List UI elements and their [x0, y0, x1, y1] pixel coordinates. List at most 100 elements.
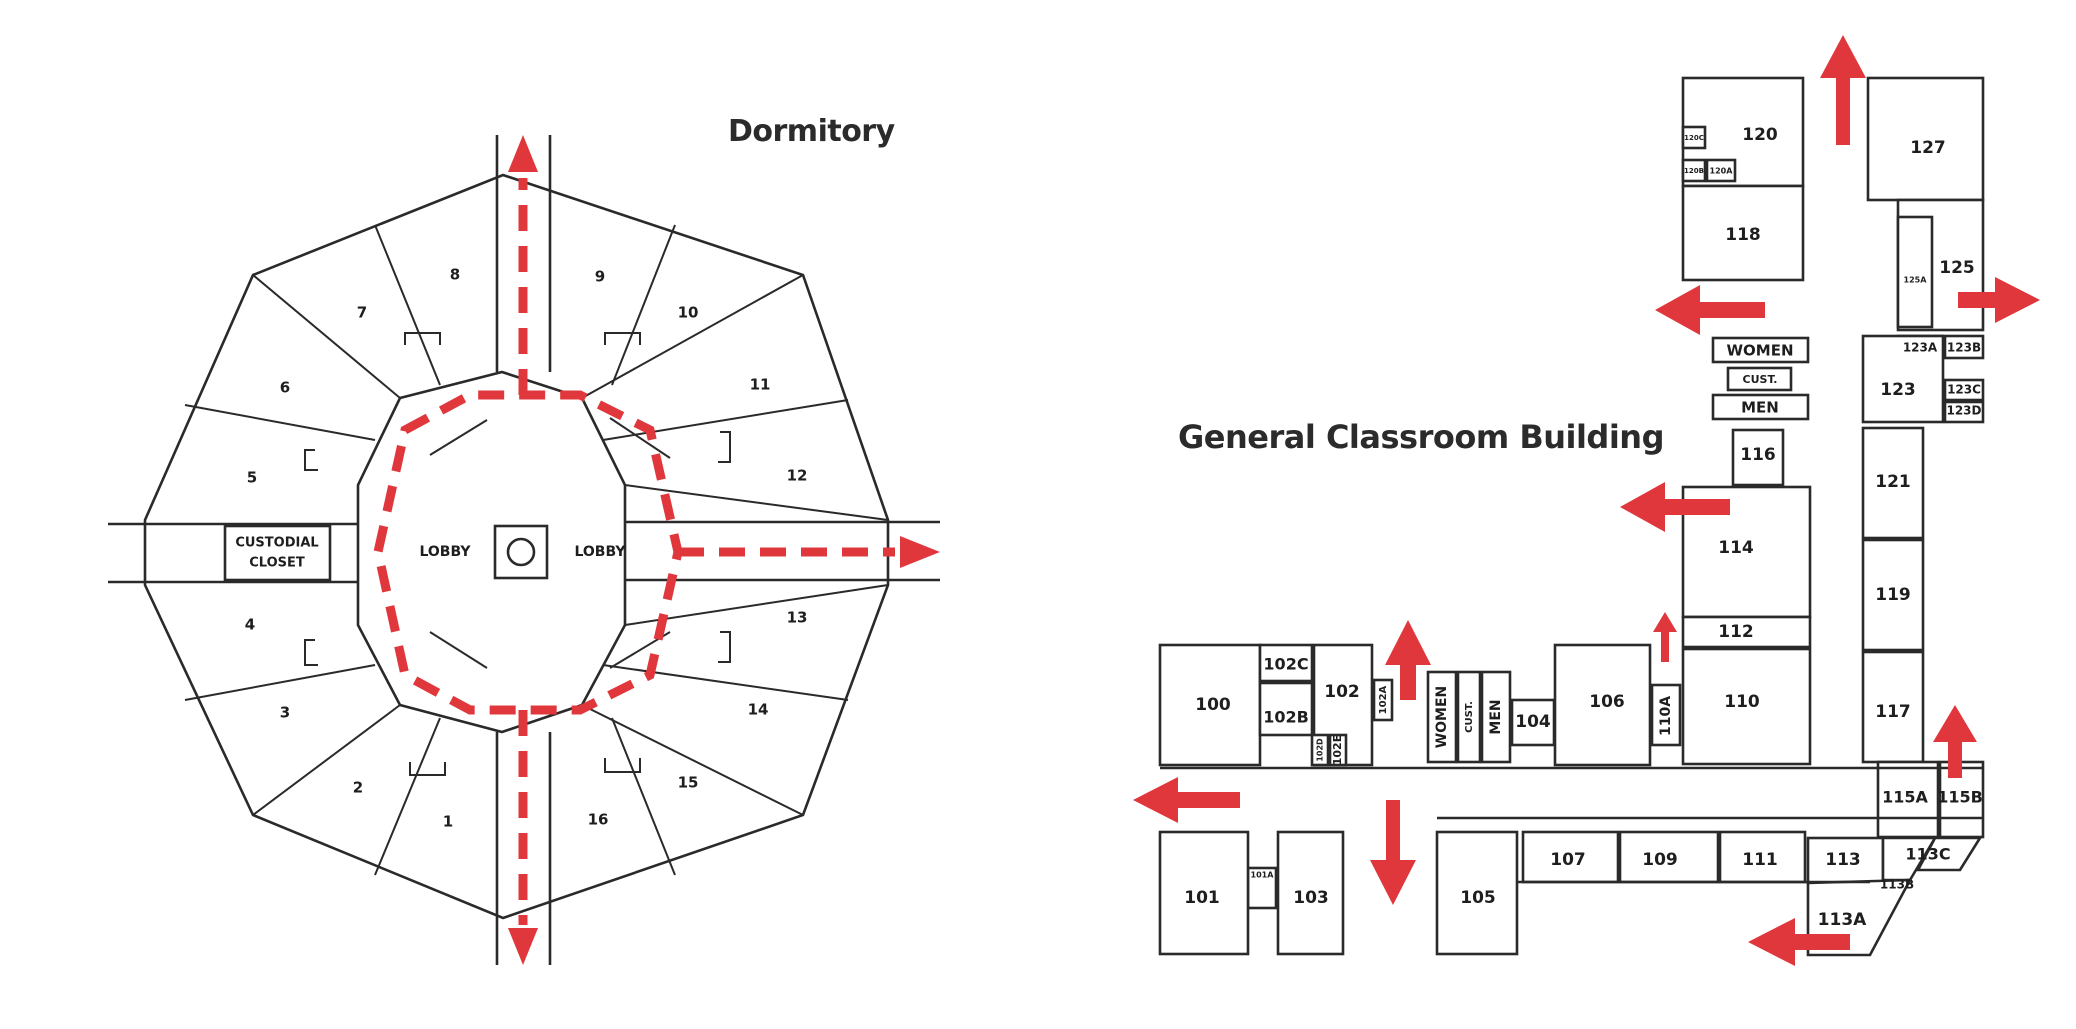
label-101a: 101A: [1251, 871, 1275, 880]
room-109: [1618, 830, 1720, 884]
label-cust-upper: CUST.: [1743, 373, 1778, 386]
center-core: [493, 524, 549, 580]
arrow-east: [900, 536, 940, 568]
arrow-west-118: [1655, 285, 1765, 335]
label-116: 116: [1740, 445, 1776, 465]
label-115a: 115A: [1882, 788, 1928, 807]
dorm-room-13: 13: [787, 609, 808, 627]
label-104: 104: [1515, 712, 1551, 732]
label-101: 101: [1184, 888, 1220, 908]
room-men-lower: [1480, 670, 1512, 764]
label-121: 121: [1875, 472, 1911, 492]
room-125a: [1896, 215, 1934, 329]
room-women-lower: [1426, 670, 1458, 764]
dorm-room-16: 16: [588, 811, 609, 829]
room-102e: [1328, 733, 1348, 767]
arrow-north-102: [1385, 620, 1431, 700]
arrow-north-110a: [1653, 612, 1677, 662]
label-123a: 123A: [1903, 341, 1938, 355]
lobby-right-label: LOBBY: [574, 544, 626, 560]
label-100: 100: [1195, 695, 1231, 715]
label-102b: 102B: [1263, 708, 1309, 727]
room-123c: [1943, 378, 1985, 402]
dorm-room-5: 5: [247, 469, 257, 487]
label-125a: 125A: [1904, 276, 1928, 285]
label-102a: 102A: [1378, 685, 1389, 714]
room-cust-lower: [1456, 670, 1482, 764]
arrow-north-gcb: [1820, 35, 1866, 145]
label-113a: 113A: [1818, 910, 1867, 930]
lobby-evacuation-route: [373, 390, 683, 715]
label-117: 117: [1875, 702, 1911, 722]
room-107: [1521, 830, 1620, 884]
room-100: [1158, 643, 1262, 767]
dorm-room-15: 15: [678, 774, 699, 792]
label-women-upper: WOMEN: [1726, 342, 1793, 360]
dorm-room-9: 9: [595, 268, 605, 286]
dorm-room-7: 7: [357, 304, 367, 322]
room-103: [1276, 830, 1345, 956]
arrow-east-125: [1958, 277, 2040, 323]
arrow-north-115b: [1933, 705, 1977, 778]
label-106: 106: [1589, 692, 1625, 712]
label-112: 112: [1718, 622, 1754, 642]
label-men-upper: MEN: [1741, 399, 1779, 417]
room-men-upper: [1711, 393, 1810, 421]
room-117: [1861, 650, 1925, 764]
dorm-room-8: 8: [450, 266, 460, 284]
dorm-room-2: 2: [353, 779, 363, 797]
room-127: [1866, 76, 1985, 202]
room-105: [1435, 830, 1519, 956]
label-120c: 120C: [1684, 134, 1704, 142]
label-111: 111: [1742, 850, 1778, 870]
label-102c: 102C: [1263, 655, 1308, 674]
label-120: 120: [1742, 125, 1778, 145]
label-120a: 120A: [1710, 167, 1734, 176]
room-102d: [1310, 733, 1330, 767]
label-123b: 123B: [1947, 341, 1981, 355]
label-men-lower: MEN: [1488, 699, 1504, 734]
room-110a: [1650, 683, 1682, 747]
room-106: [1553, 643, 1652, 767]
arrow-south-103: [1370, 800, 1416, 905]
dorm-room-10: 10: [678, 304, 699, 322]
label-102d: 102D: [1316, 738, 1325, 762]
label-113: 113: [1825, 850, 1861, 870]
label-115b: 115B: [1937, 788, 1983, 807]
room-102c: [1258, 643, 1314, 683]
dorm-room-4: 4: [245, 616, 255, 634]
label-102: 102: [1324, 682, 1360, 702]
arrow-west-100: [1133, 777, 1240, 823]
label-127: 127: [1910, 138, 1946, 158]
label-113c: 113C: [1905, 845, 1950, 864]
label-118: 118: [1725, 225, 1761, 245]
label-110a: 110A: [1658, 696, 1674, 736]
arrow-south: [508, 928, 538, 965]
room-101: [1158, 830, 1250, 956]
label-110: 110: [1724, 692, 1760, 712]
closet-label-line1: CUSTODIAL: [235, 536, 318, 551]
room-women-upper: [1711, 336, 1810, 364]
room-102a: [1372, 678, 1394, 722]
room-116: [1731, 428, 1785, 487]
label-120b: 120B: [1684, 167, 1704, 175]
custodial-closet: [223, 524, 332, 582]
room-101a: [1246, 866, 1278, 910]
room-113: [1806, 836, 1885, 885]
label-107: 107: [1550, 850, 1586, 870]
dormitory-plan: 1 2 3 4 5 6 7 8 9 10 11 12 13 14 15 16 L…: [108, 135, 940, 965]
room-123d: [1943, 400, 1985, 424]
dorm-room-1: 1: [443, 813, 453, 831]
label-103: 103: [1293, 888, 1329, 908]
label-cust-lower: CUST.: [1464, 701, 1475, 733]
label-113b: 113B: [1880, 878, 1914, 892]
room-123b: [1943, 334, 1985, 360]
label-119: 119: [1875, 585, 1911, 605]
label-109: 109: [1642, 850, 1678, 870]
room-118: [1681, 184, 1805, 282]
dormitory-title: Dormitory: [728, 114, 895, 149]
label-123c: 123C: [1947, 383, 1981, 397]
dorm-room-12: 12: [787, 467, 808, 485]
dorm-room-14: 14: [748, 701, 769, 719]
